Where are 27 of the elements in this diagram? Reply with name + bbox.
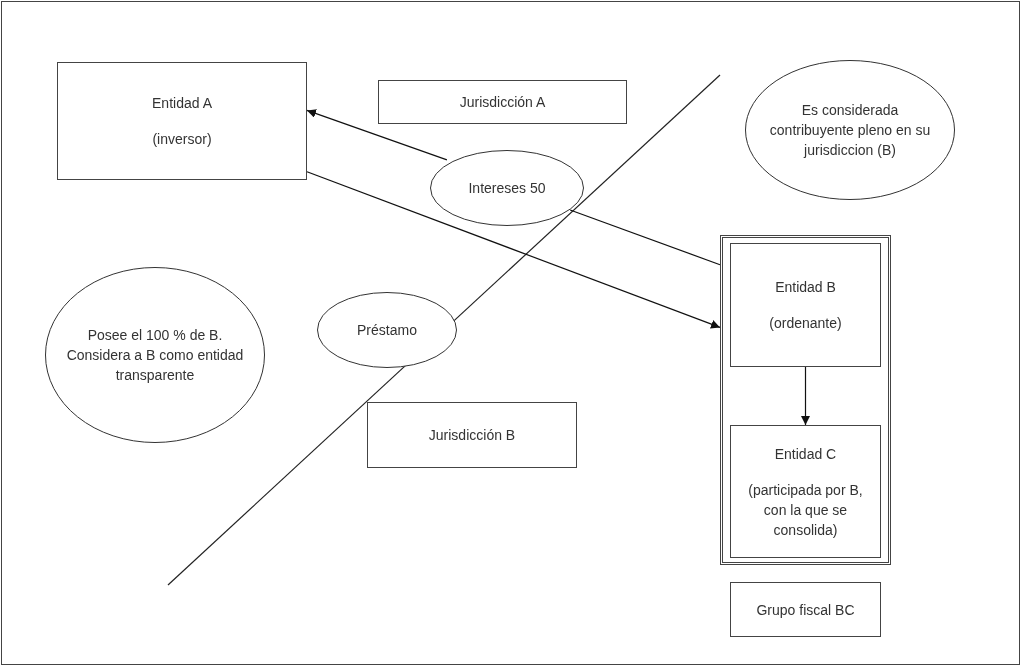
entity-box	[730, 243, 881, 367]
loan-ellipse	[317, 292, 457, 368]
node-text: Entidad A	[152, 94, 212, 113]
entity-box	[730, 425, 881, 558]
node-text: Jurisdicción B	[428, 426, 516, 445]
fiscal-group-box	[730, 582, 881, 637]
entity-role-text: (participada por B, con la que se consolida)	[747, 480, 864, 540]
group-frame	[720, 235, 891, 565]
node-text: Jurisdicción A	[459, 93, 546, 112]
entity-role-text: (inversor)	[152, 130, 212, 149]
note-ellipse	[45, 267, 265, 443]
entity-box	[57, 62, 307, 180]
arrow	[306, 171, 721, 329]
node-text: Entidad B	[775, 278, 836, 297]
node-text: Es considerada contribuyente pleno en su jurisdiccion (B)	[768, 101, 932, 160]
node-text: Grupo fiscal BC	[756, 600, 855, 620]
node-text: Préstamo	[357, 321, 417, 340]
jurisdiction-box	[378, 80, 627, 124]
arrow	[801, 366, 810, 426]
node-text: Posee el 100 % de B. Considera a B como entidad transparente	[65, 326, 245, 385]
jurisdiction-box	[367, 402, 577, 468]
node-text: Intereses 50	[468, 179, 546, 198]
node-text: Entidad C	[774, 444, 837, 464]
entity-role-text: (ordenante)	[769, 314, 842, 333]
amount-ellipse	[430, 150, 584, 226]
note-ellipse	[745, 60, 955, 200]
arrow	[306, 109, 448, 161]
